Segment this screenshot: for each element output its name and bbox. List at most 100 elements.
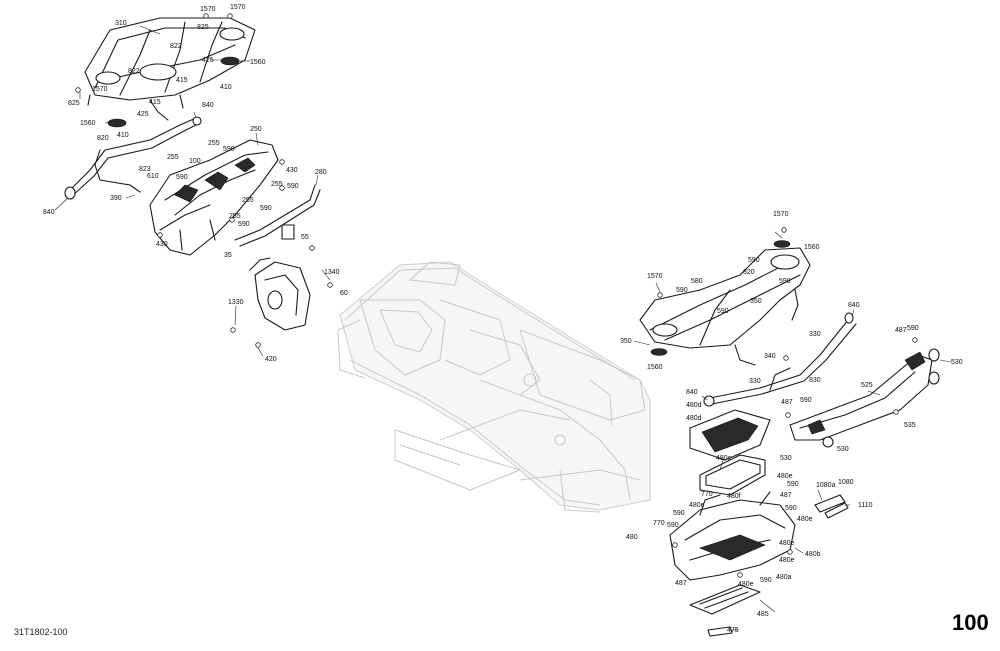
callout-590-k: 590 (800, 397, 812, 404)
callout-840-c: 840 (848, 302, 860, 309)
callout-410-a: 410 (220, 84, 232, 91)
callout-825-b: 825 (68, 100, 80, 107)
callout-1080: 1080 (838, 479, 854, 486)
callout-310: 310 (115, 20, 127, 27)
callout-590-l: 590 (787, 481, 799, 488)
callout-610: 610 (147, 173, 159, 180)
callout-340: 340 (764, 353, 776, 360)
cargo-gasket-480c (699, 454, 766, 496)
callout-425-a: 425 (202, 57, 214, 64)
callout-590-j: 590 (907, 325, 919, 332)
rear-side-panel (789, 348, 940, 448)
callout-1570-b: 1570 (230, 4, 246, 11)
callout-590-e: 590 (238, 221, 250, 228)
rear-cargo-box (669, 491, 796, 581)
front-fascia (149, 139, 279, 256)
callout-1330: 1330 (228, 299, 244, 306)
callout-487-c: 487 (780, 492, 792, 499)
document-code: 31T1802-100 (14, 627, 68, 637)
callout-535: 535 (904, 422, 916, 429)
callout-770-b: 770 (653, 520, 665, 527)
callout-822-a: 822 (170, 43, 182, 50)
callout-485: 485 (757, 611, 769, 618)
callout-410-b: 410 (117, 132, 129, 139)
callout-590-c: 590 (287, 183, 299, 190)
hardware-fasteners (75, 13, 918, 578)
callout-420: 420 (265, 356, 277, 363)
callout-525: 525 (861, 382, 873, 389)
callout-255-d: 255 (242, 197, 254, 204)
callout-1570-c: 1570 (92, 86, 108, 93)
callout-823: 823 (139, 166, 151, 173)
callout-320: 320 (743, 269, 755, 276)
callout-415-b: 415 (149, 99, 161, 106)
callout-1340: 1340 (324, 269, 340, 276)
callout-415-a: 415 (176, 77, 188, 84)
callout-530-b: 530 (837, 446, 849, 453)
front-support-bracket (234, 184, 321, 247)
callout-590-n: 590 (673, 510, 685, 517)
callout-590-m: 590 (785, 505, 797, 512)
latch-parts-1080 (814, 494, 849, 519)
callout-330-b: 330 (749, 378, 761, 385)
callout-430-b: 430 (156, 241, 168, 248)
callout-280: 280 (315, 169, 327, 176)
callout-770-a: 770 (701, 491, 713, 498)
callout-1110: 1110 (858, 502, 873, 509)
cargo-mat-485 (689, 584, 761, 615)
callout-1560-d: 1560 (647, 364, 663, 371)
callout-480e-a: 480e (777, 473, 793, 480)
callout-487-a: 487 (895, 327, 907, 334)
callout-390: 390 (110, 195, 122, 202)
callout-35: 35 (224, 252, 232, 259)
callout-1560-a: 1560 (250, 59, 266, 66)
vehicle-frame-ghost (337, 261, 651, 513)
callout-425-b: 425 (137, 111, 149, 118)
callout-labels: 1570 1570 310 825 822 822 415 425 1560 4… (43, 4, 963, 634)
callout-590-g: 590 (779, 278, 791, 285)
callout-480e-e: 480e (779, 557, 795, 564)
callout-350-a: 350 (750, 298, 762, 305)
callout-590-b: 590 (176, 174, 188, 181)
callout-590-h: 590 (676, 287, 688, 294)
callout-480a: 480a (776, 574, 792, 581)
callout-580: 580 (691, 278, 703, 285)
callout-820: 820 (97, 135, 109, 142)
callout-590-i: 590 (717, 308, 729, 315)
callout-590-p: 590 (760, 577, 772, 584)
lower-front-bracket (249, 257, 311, 331)
callout-330-a: 330 (809, 331, 821, 338)
callout-1080a: 1080a (816, 482, 836, 489)
callout-100: 100 (189, 158, 201, 165)
callout-480d-a: 480d (686, 402, 702, 409)
rack-handles (107, 56, 240, 128)
callout-255-a: 255 (208, 140, 220, 147)
front-bumper-tube (64, 116, 202, 200)
callout-480e-d: 480e (779, 540, 795, 547)
callout-530-a: 530 (951, 359, 963, 366)
callout-255-b: 255 (167, 154, 179, 161)
rear-bumper-tube (703, 312, 857, 407)
cargo-strip-475 (707, 626, 733, 637)
callout-1570-e: 1570 (647, 273, 663, 280)
callout-480e-c: 480e (797, 516, 813, 523)
callout-840-a: 840 (202, 102, 214, 109)
callout-1570-a: 1570 (200, 6, 216, 13)
leader-lines (54, 25, 952, 631)
callout-55: 55 (301, 234, 309, 241)
callout-475: 475 (727, 627, 739, 634)
callout-590-o: 590 (667, 522, 679, 529)
callout-487-b: 487 (781, 399, 793, 406)
callout-480e-f: 480e (738, 581, 754, 588)
callout-480: 480 (626, 534, 638, 541)
front-rack (84, 17, 256, 121)
cargo-liner-top (689, 409, 771, 461)
callout-250: 250 (250, 126, 262, 133)
callout-430-a: 430 (286, 167, 298, 174)
callout-255-e: 255 (229, 213, 241, 220)
callout-480c: 480c (716, 455, 732, 462)
callout-480f: 480f (727, 493, 741, 500)
callout-480e-b: 480e (689, 502, 705, 509)
callout-822-b: 822 (128, 68, 140, 75)
